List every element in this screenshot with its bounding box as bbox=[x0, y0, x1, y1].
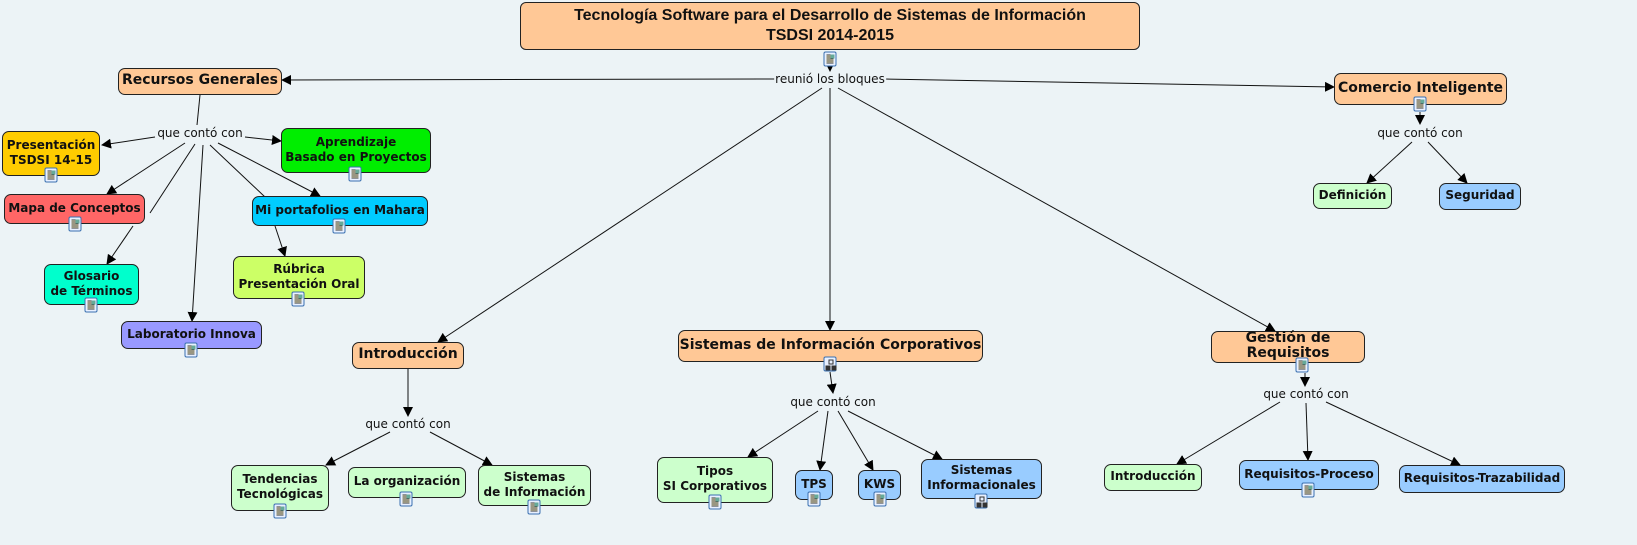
concept-recursos[interactable]: Recursos Generales bbox=[118, 68, 282, 95]
document-resource-icon[interactable] bbox=[1295, 357, 1309, 373]
concept-introduccion[interactable]: Introducción bbox=[352, 342, 464, 369]
link-line bbox=[1427, 141, 1468, 184]
concept-seguridad[interactable]: Seguridad bbox=[1439, 183, 1521, 210]
document-resource-icon[interactable] bbox=[527, 499, 541, 515]
link-line bbox=[1366, 141, 1413, 184]
document-resource-icon[interactable] bbox=[332, 218, 346, 234]
concept-organizacion[interactable]: La organización bbox=[348, 467, 466, 498]
document-resource-icon[interactable] bbox=[1413, 96, 1427, 112]
concept-map-link-icon[interactable] bbox=[974, 493, 988, 509]
link-line bbox=[1325, 401, 1461, 466]
link-line bbox=[429, 431, 493, 466]
link-line bbox=[837, 87, 1276, 332]
link-line bbox=[1176, 401, 1281, 465]
document-resource-icon[interactable] bbox=[823, 51, 837, 67]
document-resource-icon[interactable] bbox=[68, 216, 82, 232]
document-resource-icon[interactable] bbox=[44, 167, 58, 183]
root-concept[interactable]: Tecnología Software para el Desarrollo d… bbox=[520, 2, 1140, 50]
document-resource-icon[interactable] bbox=[708, 494, 722, 510]
link-line bbox=[187, 144, 204, 322]
link-line bbox=[101, 136, 156, 149]
concept-laboratorio[interactable]: Laboratorio Innova bbox=[121, 321, 262, 349]
link-line bbox=[274, 225, 287, 257]
concept-definicion[interactable]: Definición bbox=[1313, 183, 1392, 209]
concept-gestion[interactable]: Gestión de Requisitos bbox=[1211, 331, 1365, 363]
link-line bbox=[149, 143, 196, 214]
link-line bbox=[816, 410, 829, 471]
document-resource-icon[interactable] bbox=[348, 166, 362, 182]
document-resource-icon[interactable] bbox=[84, 297, 98, 313]
link-line bbox=[325, 431, 391, 466]
concept-gr-intro[interactable]: Introducción bbox=[1104, 464, 1202, 491]
link-label-comercio: que contó con bbox=[1376, 126, 1464, 140]
link-line bbox=[106, 225, 134, 265]
concept-informacionales[interactable]: Sistemas Informacionales bbox=[921, 459, 1042, 499]
link-line bbox=[837, 410, 874, 471]
concept-sistemas-info[interactable]: Sistemas de Información bbox=[478, 465, 591, 506]
link-line bbox=[209, 144, 266, 198]
link-line bbox=[281, 74, 776, 85]
document-resource-icon[interactable] bbox=[291, 291, 305, 307]
document-resource-icon[interactable] bbox=[873, 491, 887, 507]
document-resource-icon[interactable] bbox=[807, 491, 821, 507]
concept-presentacion[interactable]: Presentación TSDSI 14-15 bbox=[2, 131, 100, 176]
link-line bbox=[217, 142, 321, 197]
concept-mapa[interactable]: Mapa de Conceptos bbox=[4, 194, 145, 224]
link-label-gestion: que contó con bbox=[1262, 387, 1350, 401]
link-line bbox=[1302, 402, 1313, 461]
link-line bbox=[826, 371, 837, 394]
link-line bbox=[747, 410, 819, 458]
concept-tendencias[interactable]: Tendencias Tecnológicas bbox=[231, 465, 329, 511]
link-line bbox=[244, 135, 282, 145]
document-resource-icon[interactable] bbox=[1301, 482, 1315, 498]
document-resource-icon[interactable] bbox=[184, 342, 198, 358]
link-line bbox=[847, 410, 943, 460]
document-resource-icon[interactable] bbox=[399, 491, 413, 507]
link-line bbox=[106, 142, 186, 195]
link-line bbox=[196, 94, 201, 126]
link-line bbox=[884, 78, 1335, 92]
link-label-sic: que contó con bbox=[789, 395, 877, 409]
link-label-recursos: que contó con bbox=[156, 126, 244, 140]
concept-aprendizaje[interactable]: Aprendizaje Basado en Proyectos bbox=[281, 128, 431, 173]
link-label-reunio: reunió los bloques bbox=[774, 72, 886, 86]
link-label-intro: que contó con bbox=[364, 417, 452, 431]
document-resource-icon[interactable] bbox=[273, 503, 287, 519]
concept-req-traza[interactable]: Requisitos-Trazabilidad bbox=[1399, 465, 1565, 493]
concept-map-link-icon[interactable] bbox=[823, 356, 837, 372]
link-line bbox=[437, 87, 823, 343]
